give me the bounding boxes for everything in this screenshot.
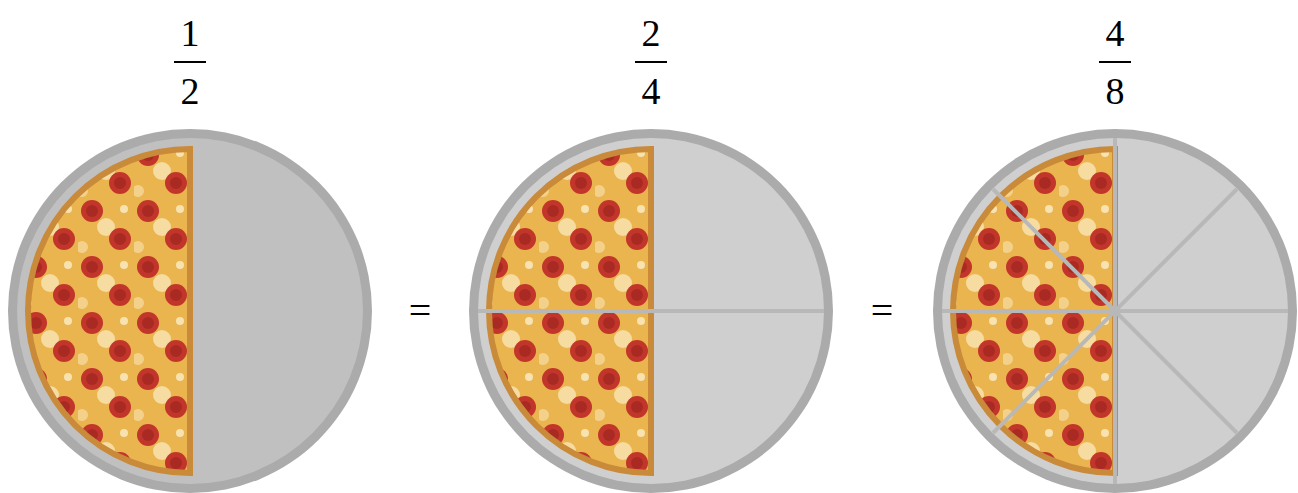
fraction-numerator: 4 (1106, 14, 1125, 52)
equals-sign: = (409, 291, 432, 331)
fraction-denominator: 8 (1106, 72, 1125, 110)
fraction-denominator: 4 (642, 72, 661, 110)
fraction-numerator: 2 (642, 14, 661, 52)
fraction-denominator: 2 (181, 72, 200, 110)
equals-sign: = (871, 291, 894, 331)
fraction-numerator: 1 (181, 14, 200, 52)
